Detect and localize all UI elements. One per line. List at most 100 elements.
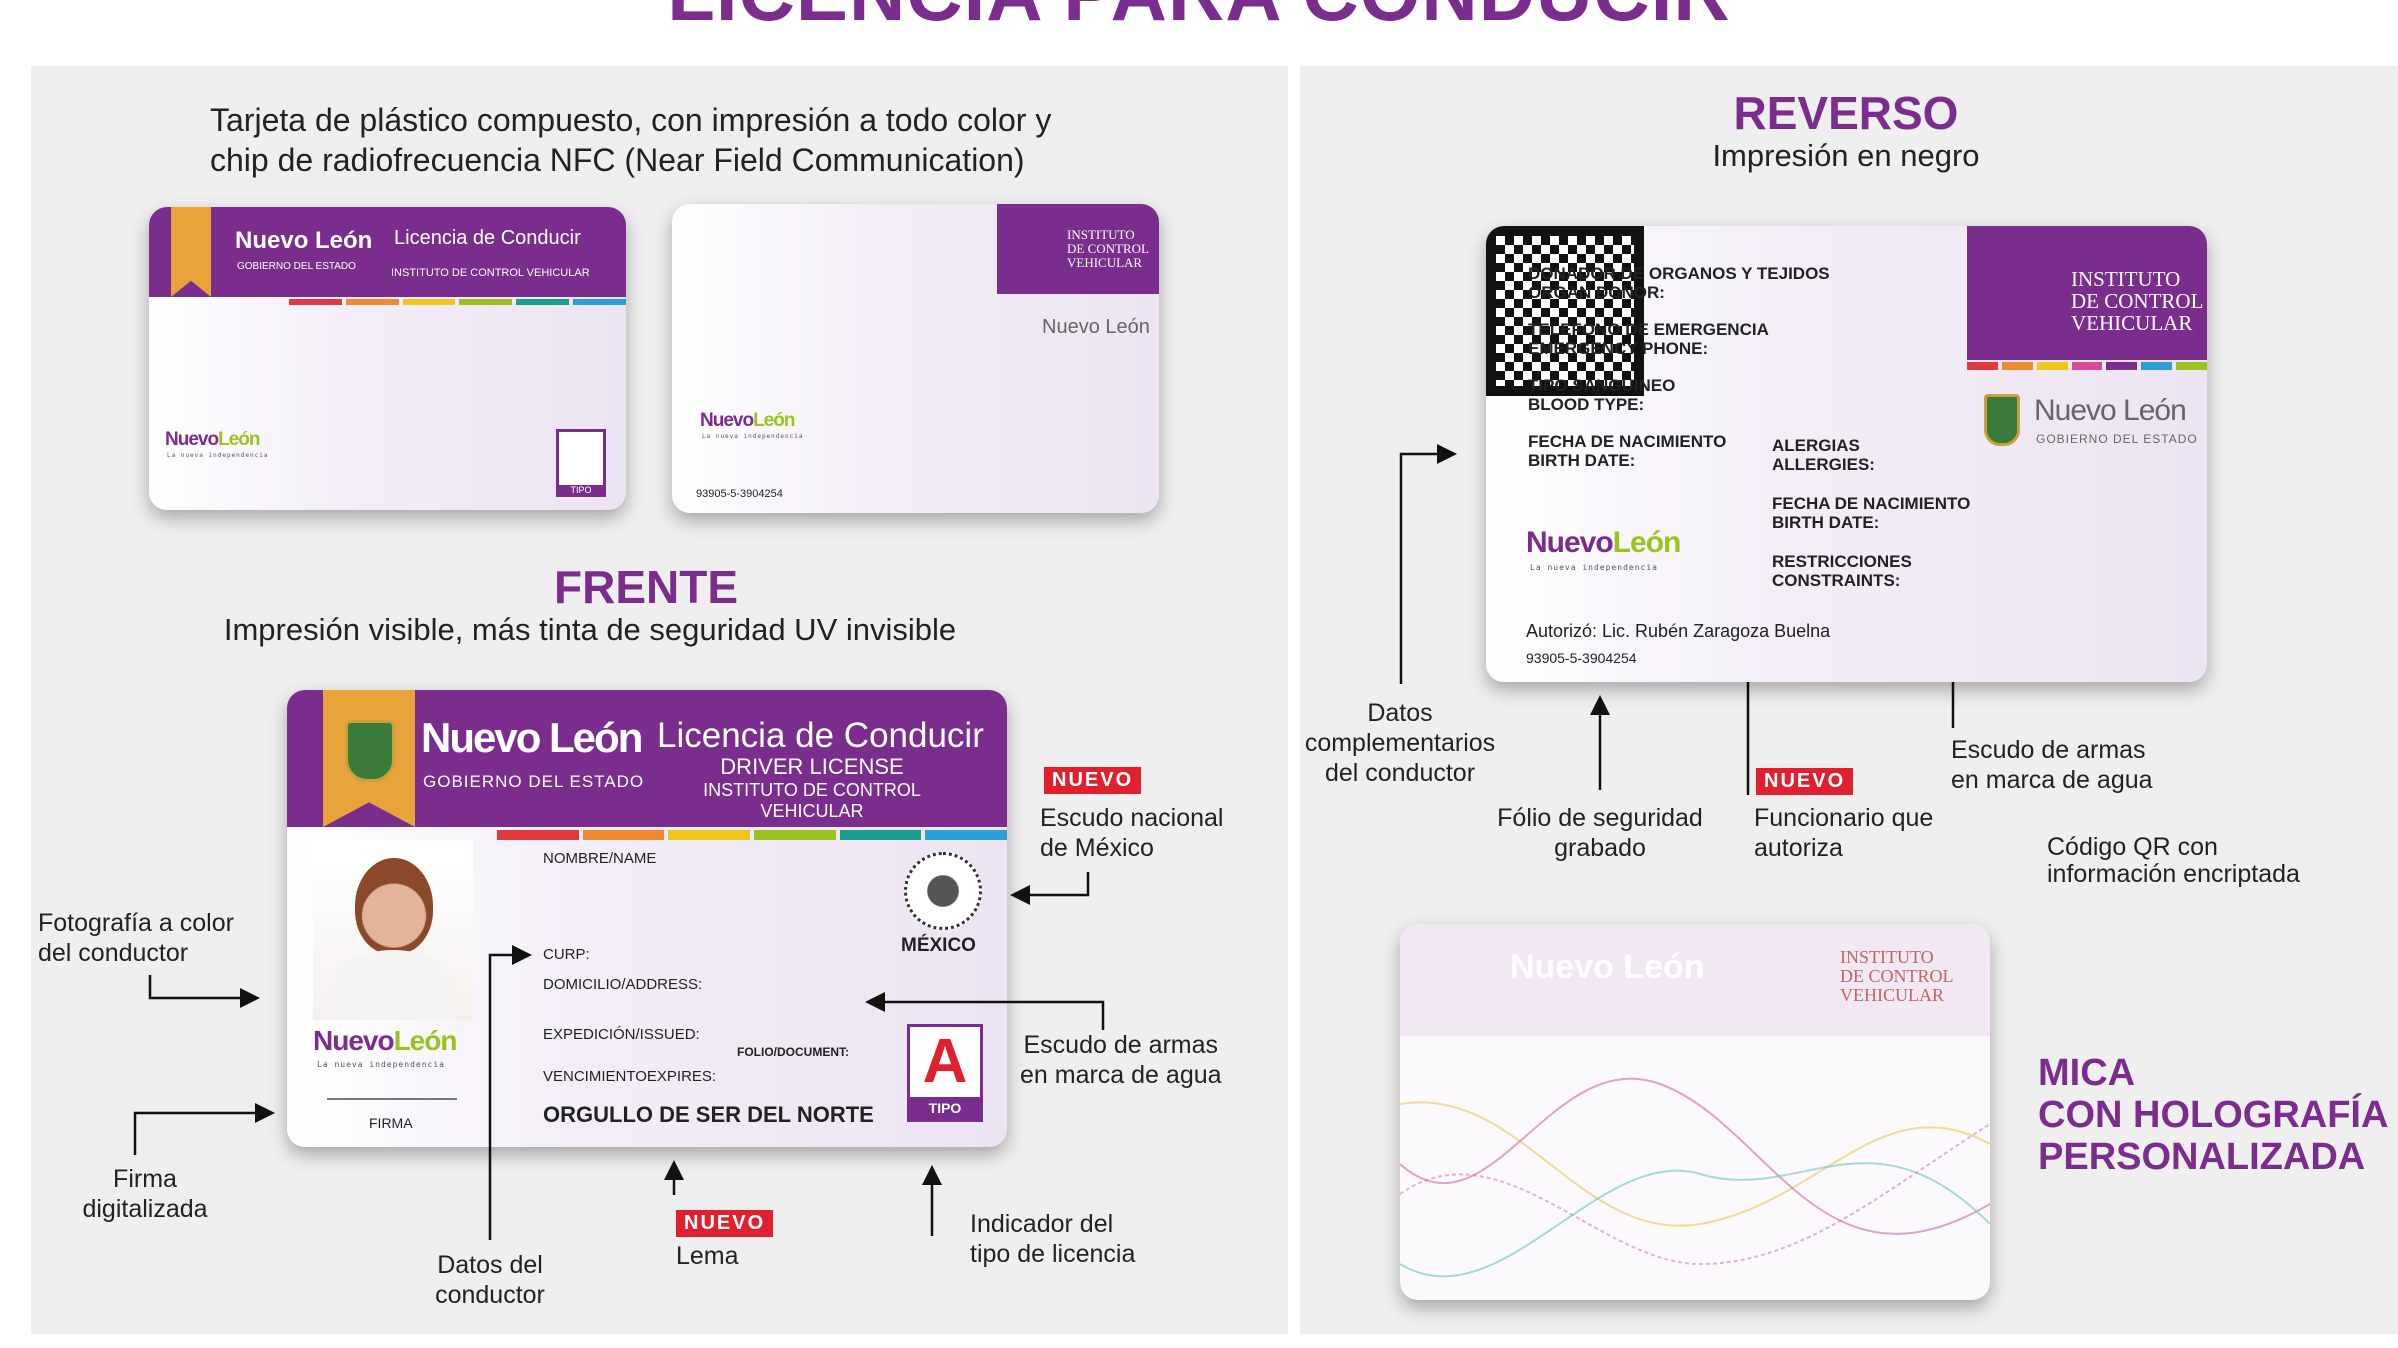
mica-line: PERSONALIZADA xyxy=(2038,1136,2366,1178)
gov-label: GOBIERNO DEL ESTADO xyxy=(423,772,645,791)
page-title: LICENCIA PARA CONDUCIR xyxy=(0,0,2398,39)
back-subtitle: Impresión en negro xyxy=(1712,138,1980,173)
expires-field-label: VENCIMIENTOEXPIRES: xyxy=(543,1068,717,1085)
state-shield-icon xyxy=(345,720,395,782)
note-line: en marca de agua xyxy=(1951,766,2153,794)
driver-photo xyxy=(313,840,473,1020)
note-line: digitalizada xyxy=(82,1195,208,1223)
field-label: EMERGENCY PHONE: xyxy=(1528,339,1709,358)
institute-line: DE CONTROL xyxy=(1067,241,1149,256)
field-label: TELEFONO DE EMERGENCIA xyxy=(1528,320,1769,339)
note-line: tipo de licencia xyxy=(970,1240,1136,1268)
new-badge: NUEVO xyxy=(1044,767,1142,794)
institute-line: INSTITUTO xyxy=(1067,227,1135,242)
nuevo-leon-logo: NuevoLeón xyxy=(313,1025,457,1056)
arrow xyxy=(1010,872,1090,905)
note-line: de México xyxy=(1040,834,1154,862)
note-line: Código QR con xyxy=(2047,833,2218,861)
note-lema: Lema xyxy=(676,1242,739,1270)
institute-line: VEHICULAR xyxy=(1840,985,1944,1005)
new-badge: NUEVO xyxy=(676,1210,774,1237)
card-header xyxy=(149,207,626,297)
tipo-label: TIPO xyxy=(910,1097,980,1119)
front-heading: FRENTE xyxy=(554,561,738,613)
field-label: FECHA DE NACIMIENTO xyxy=(1528,432,1727,451)
logo-tagline: La nueva independencia xyxy=(317,1060,445,1069)
note-line: conductor xyxy=(435,1281,545,1309)
field-label: FECHA DE NACIMIENTO xyxy=(1772,494,1971,513)
institute-line: INSTITUTO xyxy=(2071,267,2181,291)
nuevo-leon-logo: NuevoLeón xyxy=(1526,526,1681,559)
mexico-label: MÉXICO xyxy=(901,935,976,956)
intro-text: Tarjeta de plástico compuesto, con impre… xyxy=(210,100,1051,180)
tipo-letter: A xyxy=(922,1027,968,1096)
tipo-label: TIPO xyxy=(556,485,606,495)
arrow xyxy=(133,1103,275,1155)
serial-number: 93905-5-3904254 xyxy=(1526,650,1637,666)
firma-label: FIRMA xyxy=(369,1115,413,1131)
hologram-waves xyxy=(1400,1077,1990,1278)
institute-label: INSTITUTO DE CONTROL VEHICULAR xyxy=(703,780,921,821)
nuevo-leon-logo: NuevoLeón xyxy=(165,429,260,450)
note-line: grabado xyxy=(1554,834,1646,862)
faded-header xyxy=(1400,924,1990,1036)
field-label: DONADOR DE ORGANOS Y TEJIDOS xyxy=(1528,264,1830,283)
color-stripes xyxy=(1967,362,2207,370)
note-line: del conductor xyxy=(1324,759,1476,787)
note-line: autoriza xyxy=(1754,834,1843,862)
faded-brand: Nuevo León xyxy=(1510,948,1705,986)
back-heading: REVERSO xyxy=(1733,87,1959,139)
note-line: Datos xyxy=(1367,699,1433,727)
brand: Nuevo León xyxy=(2034,394,2187,427)
front-subtitle: Impresión visible, más tinta de segurida… xyxy=(223,612,957,647)
logo-tagline: La nueva independencia xyxy=(702,433,804,440)
color-stripes xyxy=(289,299,626,305)
field-label: ORGAN DONOR: xyxy=(1528,283,1665,302)
issued-field-label: EXPEDICIÓN/ISSUED: xyxy=(543,1026,700,1043)
field-label: BIRTH DATE: xyxy=(1528,451,1636,470)
signature xyxy=(327,1080,457,1100)
license-title: Licencia de Conducir xyxy=(394,227,581,249)
authorized-by: Autorizó: Lic. Rubén Zaragoza Buelna xyxy=(1526,621,1831,641)
brand: Nuevo León xyxy=(421,714,643,761)
logo-tagline: La nueva independencia xyxy=(167,452,269,459)
field-label: RESTRICCIONES xyxy=(1772,552,1912,571)
folio-field-label: FOLIO/DOCUMENT: xyxy=(737,1045,849,1059)
institute-label: INSTITUTO DE CONTROL VEHICULAR xyxy=(391,267,590,279)
note-line: Firma xyxy=(113,1165,177,1193)
arrow xyxy=(148,975,260,1008)
field-label: BIRTH DATE: xyxy=(1772,513,1880,532)
mica-line: CON HOLOGRAFÍA xyxy=(2038,1094,2389,1136)
institute-line: DE CONTROL xyxy=(1840,966,1954,986)
front-card: Nuevo León NUEVO GOBIERNO DEL ESTADO Lic… xyxy=(287,690,1007,1147)
institute-line: DE CONTROL xyxy=(2071,289,2204,313)
note-line: Fotografía a color xyxy=(38,909,234,937)
color-stripes xyxy=(497,830,1007,840)
brand: Nuevo León xyxy=(1042,316,1150,338)
mica-line: MICA xyxy=(2038,1052,2136,1094)
note-line: Escudo nacional xyxy=(1040,804,1224,832)
new-badge: NUEVO xyxy=(1756,768,1854,795)
name-field-label: NOMBRE/NAME xyxy=(543,850,657,867)
blank-front-card: Nuevo León GOBIERNO DEL ESTADO Licencia … xyxy=(149,207,626,510)
gov-label: GOBIERNO DEL ESTADO xyxy=(237,261,356,272)
arrow xyxy=(865,992,1105,1030)
field-label: CONSTRAINTS: xyxy=(1772,571,1901,590)
note-line: complementarios xyxy=(1304,729,1496,757)
